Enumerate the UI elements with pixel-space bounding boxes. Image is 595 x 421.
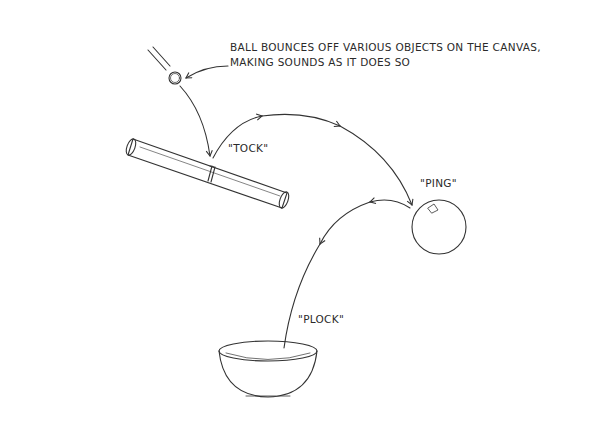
callout-arrow [186, 66, 228, 78]
motion-line [153, 47, 170, 66]
sphere [412, 200, 466, 254]
trajectory-arrow [284, 244, 320, 348]
trajectory-arrow [180, 86, 210, 156]
trajectory-arrow [340, 126, 412, 205]
motion-line [148, 50, 166, 70]
sound-label: "PING" [420, 176, 500, 191]
ball [169, 72, 181, 84]
trajectory-arrow [370, 200, 410, 208]
callout-note: BALL BOUNCES OFF VARIOUS OBJECTS ON THE … [230, 40, 585, 70]
sound-label: "TOCK" [228, 141, 308, 156]
trajectory-arrow [320, 202, 370, 244]
bowl [219, 341, 317, 397]
ball-inner [171, 74, 180, 83]
sound-label: "PLOCK" [298, 312, 388, 327]
trajectory-arrow [262, 114, 340, 126]
